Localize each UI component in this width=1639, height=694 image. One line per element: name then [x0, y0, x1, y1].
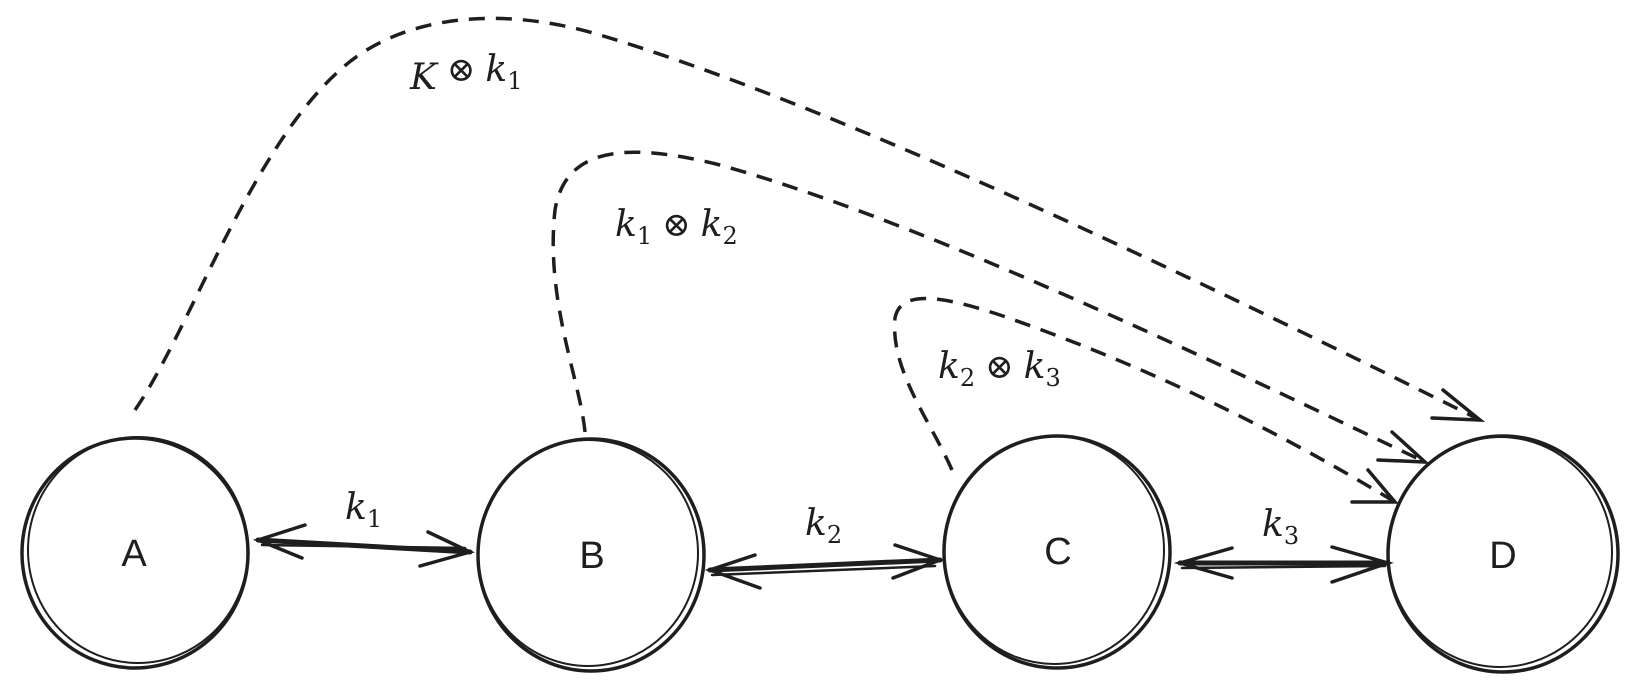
- node-c: C: [942, 434, 1172, 670]
- long-edge-label-b-d: k1⊗k2: [615, 204, 738, 250]
- edge-label-a-b: k1: [345, 487, 382, 533]
- dashed-arrow-c-to-d: [892, 296, 1399, 504]
- dashed-arrow-b-to-d: [551, 150, 1430, 464]
- node-c-label: C: [1044, 531, 1071, 573]
- node-a: A: [20, 436, 250, 670]
- node-a-label: A: [121, 533, 147, 575]
- long-edge-label-a-d: K⊗k1: [409, 49, 523, 98]
- edge-a-b: [252, 523, 475, 568]
- edge-c-d: [1173, 545, 1394, 584]
- node-d-label: D: [1489, 535, 1516, 577]
- node-b-label: B: [579, 535, 604, 577]
- long-edge-label-c-d: k2⊗k3: [938, 346, 1061, 392]
- edge-b-c: [704, 543, 946, 590]
- edge-label-b-c: k2: [805, 503, 842, 549]
- node-b: B: [476, 437, 706, 673]
- node-d: D: [1386, 434, 1620, 674]
- dashed-arrow-a-to-d: [133, 16, 1486, 422]
- edge-label-c-d: k3: [1262, 504, 1299, 550]
